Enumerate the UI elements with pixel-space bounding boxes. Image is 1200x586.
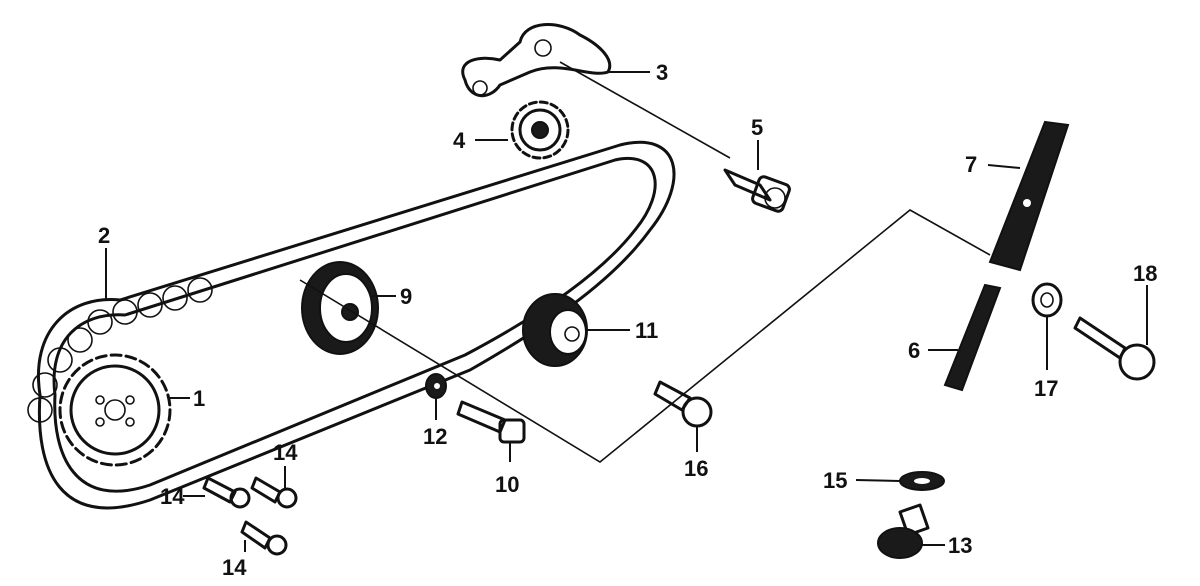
callout-15: 15 (823, 468, 847, 493)
bolt-14b (250, 476, 298, 509)
drain-plug (877, 503, 930, 559)
callout-14a: 14 (160, 484, 185, 509)
shaft-16 (653, 380, 713, 428)
callout-12: 12 (423, 424, 447, 449)
callout-1: 1 (193, 386, 205, 411)
bolt-10 (456, 400, 526, 444)
callout-13: 13 (948, 533, 972, 558)
callout-labels: 1 2 3 4 5 6 7 9 10 11 12 13 14 14 14 15 … (98, 60, 1157, 580)
bracket (461, 23, 612, 98)
washer-17 (1031, 282, 1063, 318)
callout-18: 18 (1133, 261, 1157, 286)
callout-5: 5 (751, 115, 763, 140)
callout-7: 7 (965, 152, 977, 177)
roller-tensioner (301, 261, 379, 355)
leader-lines (105, 71, 1148, 552)
bolt-18 (1073, 316, 1156, 381)
bolt-14c (240, 520, 288, 556)
washer-12 (425, 373, 447, 399)
callout-4: 4 (453, 128, 466, 153)
callout-11: 11 (635, 318, 658, 343)
sprocket-small (510, 100, 570, 160)
callout-17: 17 (1034, 376, 1058, 401)
callout-6: 6 (908, 338, 920, 363)
washer-15 (899, 471, 945, 491)
roller-guide (522, 293, 588, 367)
bolt-5 (723, 168, 791, 213)
callout-10: 10 (495, 472, 519, 497)
sprocket-drive (58, 353, 172, 467)
callout-14c: 14 (222, 555, 247, 580)
spring (943, 283, 1002, 392)
callout-14b: 14 (273, 440, 298, 465)
assembly-line (299, 61, 991, 463)
callout-9: 9 (400, 284, 412, 309)
chain (27, 140, 676, 510)
callout-3: 3 (656, 60, 668, 85)
callout-2: 2 (98, 223, 110, 248)
bolt-14a (202, 476, 251, 509)
pin-sleeve (988, 120, 1070, 272)
callout-16: 16 (684, 456, 708, 481)
